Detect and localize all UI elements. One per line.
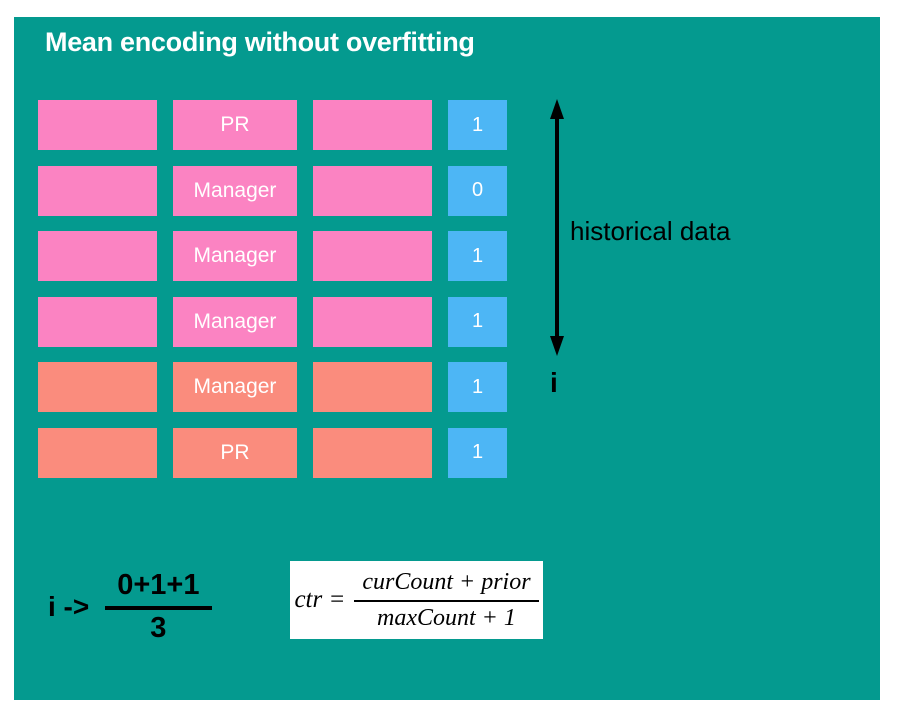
table-row: Manager 1 bbox=[38, 296, 507, 347]
target-cell: 0 bbox=[448, 165, 507, 216]
slide-background: Mean encoding without overfitting PR 1 M… bbox=[14, 17, 880, 700]
feature-table: PR 1 Manager 0 Manager 1 Manager 1 bbox=[38, 100, 507, 478]
target-cell: 1 bbox=[448, 362, 507, 413]
target-cell: 1 bbox=[448, 427, 507, 478]
target-cell: 1 bbox=[448, 296, 507, 347]
feature-cell-blank bbox=[38, 296, 157, 347]
feature-cell-blank bbox=[313, 100, 432, 150]
feature-cell-blank bbox=[38, 100, 157, 150]
table-row: Manager 1 bbox=[38, 231, 507, 282]
category-cell: PR bbox=[173, 100, 297, 150]
ctr-fraction-denominator: maxCount + 1 bbox=[377, 604, 516, 631]
category-cell: Manager bbox=[173, 362, 297, 413]
category-cell: Manager bbox=[173, 231, 297, 282]
fraction: 0+1+1 3 bbox=[105, 569, 212, 645]
feature-cell-blank bbox=[313, 362, 432, 413]
target-cell: 1 bbox=[448, 100, 507, 150]
target-cell: 1 bbox=[448, 231, 507, 282]
category-cell: Manager bbox=[173, 165, 297, 216]
feature-cell-blank bbox=[38, 231, 157, 282]
ctr-fraction: curCount + prior maxCount + 1 bbox=[354, 569, 539, 632]
ctr-fraction-numerator: curCount + prior bbox=[354, 569, 539, 602]
ctr-formula-lhs: ctr = bbox=[294, 586, 346, 613]
feature-cell-blank bbox=[313, 231, 432, 282]
feature-cell-blank bbox=[38, 362, 157, 413]
historical-data-label: historical data bbox=[570, 216, 731, 246]
mean-encoding-formula: i -> 0+1+1 3 bbox=[48, 569, 212, 645]
table-row: Manager 1 bbox=[38, 362, 507, 413]
ctr-formula-box: ctr = curCount + prior maxCount + 1 bbox=[290, 561, 543, 639]
feature-cell-blank bbox=[313, 165, 432, 216]
fraction-numerator: 0+1+1 bbox=[117, 569, 200, 601]
table-row: Manager 0 bbox=[38, 165, 507, 216]
fraction-bar bbox=[105, 606, 212, 610]
category-cell: PR bbox=[173, 427, 297, 478]
slide-title: Mean encoding without overfitting bbox=[45, 27, 475, 57]
fraction-denominator: 3 bbox=[150, 612, 167, 644]
category-cell: Manager bbox=[173, 296, 297, 347]
feature-cell-blank bbox=[38, 427, 157, 478]
double-arrow-icon bbox=[550, 99, 564, 356]
feature-cell-blank bbox=[313, 296, 432, 347]
table-row: PR 1 bbox=[38, 100, 507, 150]
feature-cell-blank bbox=[313, 427, 432, 478]
feature-cell-blank bbox=[38, 165, 157, 216]
row-index-label: i bbox=[550, 367, 558, 398]
table-row: PR 1 bbox=[38, 427, 507, 478]
formula-lhs: i -> bbox=[48, 591, 90, 622]
